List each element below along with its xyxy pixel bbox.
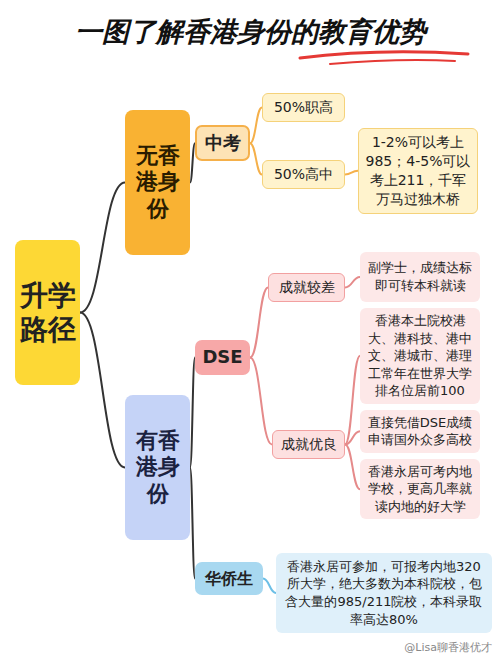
connector bbox=[250, 288, 268, 358]
connector bbox=[80, 313, 125, 468]
node-text: 50%职高 bbox=[274, 98, 333, 117]
connector bbox=[250, 143, 262, 174]
leaf-box: 成就优良 bbox=[272, 430, 345, 459]
note-box: 1-2%可以考上985；4-5%可以考上211，千军万马过独木桥 bbox=[358, 128, 478, 214]
note-box: 香港永居可参加，可报考内地320所大学，绝大多数为本科院校，包含大量的985/2… bbox=[276, 553, 492, 633]
node-text: 中考 bbox=[205, 131, 241, 155]
watermark: @Lisa聊香港优才 bbox=[404, 640, 492, 655]
node-text: 成就较差 bbox=[279, 278, 335, 297]
underline-stroke bbox=[300, 52, 468, 58]
connector bbox=[263, 579, 276, 594]
node-text: 成就优良 bbox=[281, 435, 337, 454]
connector bbox=[345, 277, 360, 288]
note-box: 直接凭借DSE成绩申请国外众多高校 bbox=[360, 410, 480, 453]
note-box: 香港本土院校港大、港科技、港中文、港城市、港理工常年在世界大学排名位居前100 bbox=[360, 308, 480, 404]
node-text: 香港永居可考内地学校，更高几率就读内地的好大学 bbox=[366, 463, 474, 516]
node-text: 1-2%可以考上985；4-5%可以考上211，千军万马过独木桥 bbox=[365, 133, 471, 209]
topic-box: 华侨生 bbox=[195, 562, 263, 595]
connector bbox=[345, 445, 360, 490]
note-box: 副学士，成绩达标即可转本科就读 bbox=[360, 252, 480, 302]
connector bbox=[250, 358, 272, 445]
title: 一图了解香港身份的教育优势 bbox=[0, 14, 500, 50]
connector bbox=[80, 183, 125, 313]
connector bbox=[345, 356, 360, 445]
node-text: 有香港身份 bbox=[136, 428, 180, 507]
connector bbox=[250, 108, 262, 144]
node-text: 50%高中 bbox=[274, 165, 333, 184]
root-box: 升学路径 bbox=[15, 240, 80, 385]
topic-box: 中考 bbox=[195, 125, 250, 161]
node-text: 副学士，成绩达标即可转本科就读 bbox=[366, 259, 474, 294]
node-text: 无香港身份 bbox=[136, 143, 180, 222]
leaf-box: 50%职高 bbox=[262, 93, 345, 122]
title-underline bbox=[0, 0, 500, 100]
branch-box: 无香港身份 bbox=[125, 110, 190, 255]
node-text: 华侨生 bbox=[205, 568, 253, 590]
connector bbox=[345, 171, 358, 175]
node-text: 香港永居可参加，可报考内地320所大学，绝大多数为本科院校，包含大量的985/2… bbox=[282, 558, 486, 628]
branch-box: 有香港身份 bbox=[125, 395, 190, 540]
leaf-box: 50%高中 bbox=[262, 160, 345, 189]
underline-stroke bbox=[330, 60, 455, 64]
node-text: 直接凭借DSE成绩申请国外众多高校 bbox=[366, 414, 474, 449]
note-box: 香港永居可考内地学校，更高几率就读内地的好大学 bbox=[360, 459, 480, 520]
connector bbox=[190, 468, 195, 579]
topic-box: DSE bbox=[195, 340, 250, 375]
node-text: 升学路径 bbox=[20, 279, 76, 346]
connector bbox=[345, 431, 360, 444]
node-text: 香港本土院校港大、港科技、港中文、港城市、港理工常年在世界大学排名位居前100 bbox=[366, 312, 474, 400]
node-text: DSE bbox=[202, 345, 242, 369]
leaf-box: 成就较差 bbox=[268, 273, 345, 302]
connector bbox=[190, 358, 195, 468]
